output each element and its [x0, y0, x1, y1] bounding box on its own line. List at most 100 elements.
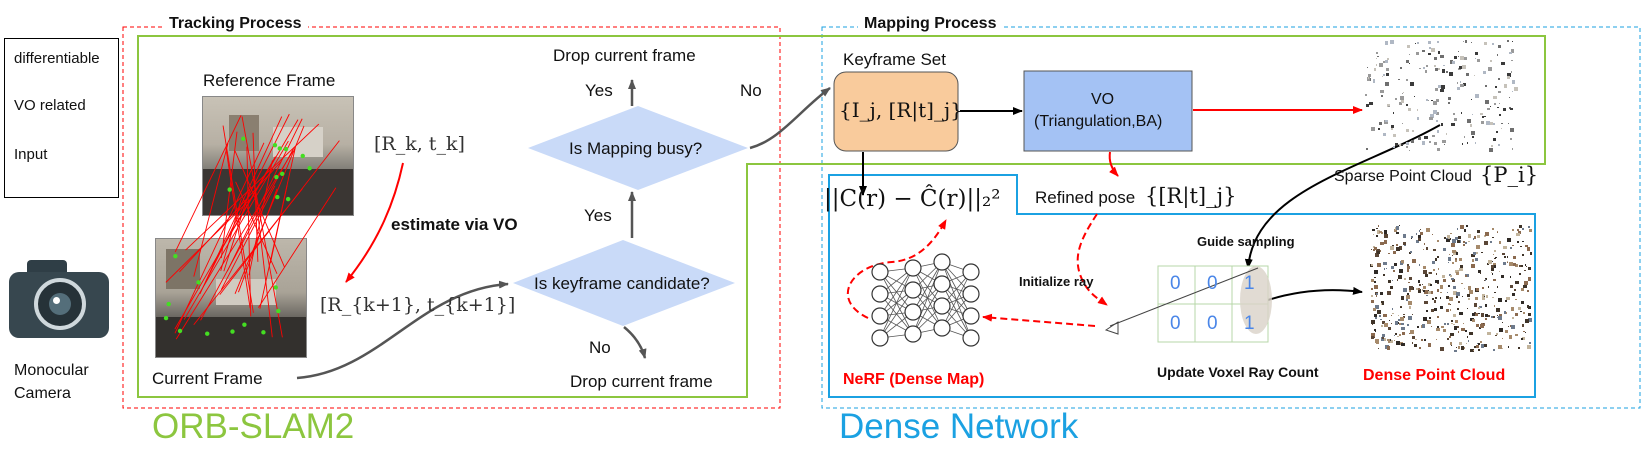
point-cloud-speck	[1421, 141, 1425, 145]
point-cloud-speck	[1457, 87, 1460, 90]
point-cloud-speck	[1437, 268, 1440, 270]
legend-label-input: Input	[14, 146, 48, 163]
point-cloud-speck	[1432, 135, 1435, 138]
point-cloud-speck	[1459, 56, 1464, 60]
network-edge	[879, 267, 914, 339]
point-cloud-speck	[1406, 269, 1410, 273]
point-cloud-speck	[1498, 91, 1501, 94]
point-cloud-speck	[1440, 88, 1444, 93]
point-cloud-speck	[1415, 240, 1419, 244]
point-cloud-speck	[1380, 301, 1385, 305]
point-cloud-speck	[1365, 147, 1369, 151]
point-cloud-speck	[1517, 240, 1520, 244]
point-cloud-speck	[1432, 268, 1435, 271]
point-cloud-speck	[1492, 122, 1495, 126]
point-cloud-speck	[1482, 70, 1486, 74]
point-cloud-speck	[1381, 321, 1385, 325]
point-cloud-speck	[1417, 280, 1421, 283]
point-cloud-speck	[1491, 265, 1494, 268]
point-cloud-speck	[1400, 296, 1405, 300]
point-cloud-speck	[1471, 254, 1475, 258]
point-cloud-speck	[1401, 322, 1404, 326]
point-cloud-speck	[1473, 349, 1475, 352]
point-cloud-speck	[1520, 245, 1522, 248]
point-cloud-speck	[1376, 234, 1379, 237]
point-cloud-speck	[1365, 93, 1368, 96]
point-cloud-speck	[1495, 256, 1497, 259]
point-cloud-speck	[1422, 317, 1427, 322]
point-cloud-speck	[1423, 242, 1426, 245]
feature-match-line	[225, 148, 251, 309]
arrow-voxel-to-dense	[1267, 286, 1363, 301]
point-cloud-speck	[1419, 67, 1421, 70]
point-cloud-speck	[1377, 348, 1379, 350]
point-cloud-speck	[1456, 239, 1460, 244]
point-cloud-speck	[1410, 237, 1412, 239]
point-cloud-speck	[1400, 67, 1403, 70]
point-cloud-speck	[1420, 232, 1424, 236]
point-cloud-speck	[1436, 240, 1439, 243]
point-cloud-speck	[1372, 80, 1376, 83]
point-cloud-speck	[1374, 314, 1378, 318]
point-cloud-speck	[1426, 310, 1428, 312]
point-cloud-speck	[1405, 145, 1409, 148]
point-cloud-speck	[1478, 312, 1480, 314]
point-cloud-speck	[1515, 312, 1519, 317]
point-cloud-speck	[1455, 292, 1460, 297]
point-cloud-speck	[1379, 230, 1382, 234]
point-cloud-speck	[1370, 288, 1373, 290]
point-cloud-speck	[1433, 100, 1438, 105]
guide-sampling-label: Guide sampling	[1197, 234, 1295, 249]
point-cloud-speck	[1388, 326, 1392, 330]
point-cloud-speck	[1367, 66, 1369, 69]
point-cloud-speck	[1430, 284, 1433, 287]
point-cloud-speck	[1492, 43, 1494, 45]
point-cloud-speck	[1528, 313, 1532, 317]
point-cloud-speck	[1463, 136, 1466, 138]
point-cloud-speck	[1423, 67, 1426, 70]
point-cloud-speck	[1449, 341, 1453, 345]
point-cloud-speck	[1450, 344, 1453, 347]
feature-match-line	[234, 150, 285, 268]
point-cloud-speck	[1400, 317, 1404, 321]
point-cloud-speck	[1455, 319, 1459, 323]
point-cloud-speck	[1497, 54, 1499, 56]
point-cloud-speck	[1521, 288, 1524, 291]
point-cloud-speck	[1505, 311, 1508, 314]
point-cloud-speck	[1507, 123, 1509, 125]
point-cloud-speck	[1437, 255, 1440, 258]
point-cloud-speck	[1427, 41, 1431, 44]
point-cloud-speck	[1399, 246, 1403, 250]
point-cloud-speck	[1422, 289, 1426, 293]
point-cloud-speck	[1477, 348, 1481, 352]
point-cloud-speck	[1501, 122, 1503, 125]
point-cloud-speck	[1412, 313, 1414, 316]
point-cloud-speck	[1446, 322, 1449, 325]
point-cloud-speck	[1490, 122, 1494, 126]
point-cloud-speck	[1457, 346, 1461, 349]
point-cloud-speck	[1470, 348, 1474, 353]
point-cloud-speck	[1493, 349, 1496, 352]
point-cloud-speck	[1397, 335, 1399, 338]
point-cloud-speck	[1523, 281, 1528, 286]
nerf-network-graph	[871, 253, 980, 347]
point-cloud-speck	[1366, 77, 1370, 81]
point-cloud-speck	[1398, 225, 1400, 227]
point-cloud-speck	[1457, 239, 1460, 242]
point-cloud-speck	[1492, 137, 1496, 142]
point-cloud-speck	[1399, 102, 1402, 106]
point-cloud-speck	[1511, 80, 1515, 84]
point-cloud-speck	[1490, 271, 1493, 274]
point-cloud-speck	[1430, 291, 1434, 295]
point-cloud-speck	[1499, 102, 1501, 104]
point-cloud-speck	[1521, 227, 1524, 231]
point-cloud-speck	[1497, 231, 1499, 233]
point-cloud-speck	[1509, 285, 1513, 289]
legend-box	[4, 38, 119, 198]
network-node	[871, 307, 889, 325]
point-cloud-speck	[1509, 51, 1512, 54]
point-cloud-speck	[1411, 342, 1414, 344]
point-cloud-speck	[1391, 265, 1395, 270]
diamond-keyframe-candidate-label: Is keyframe candidate?	[534, 274, 710, 293]
nerf-label: NeRF (Dense Map)	[843, 371, 985, 388]
